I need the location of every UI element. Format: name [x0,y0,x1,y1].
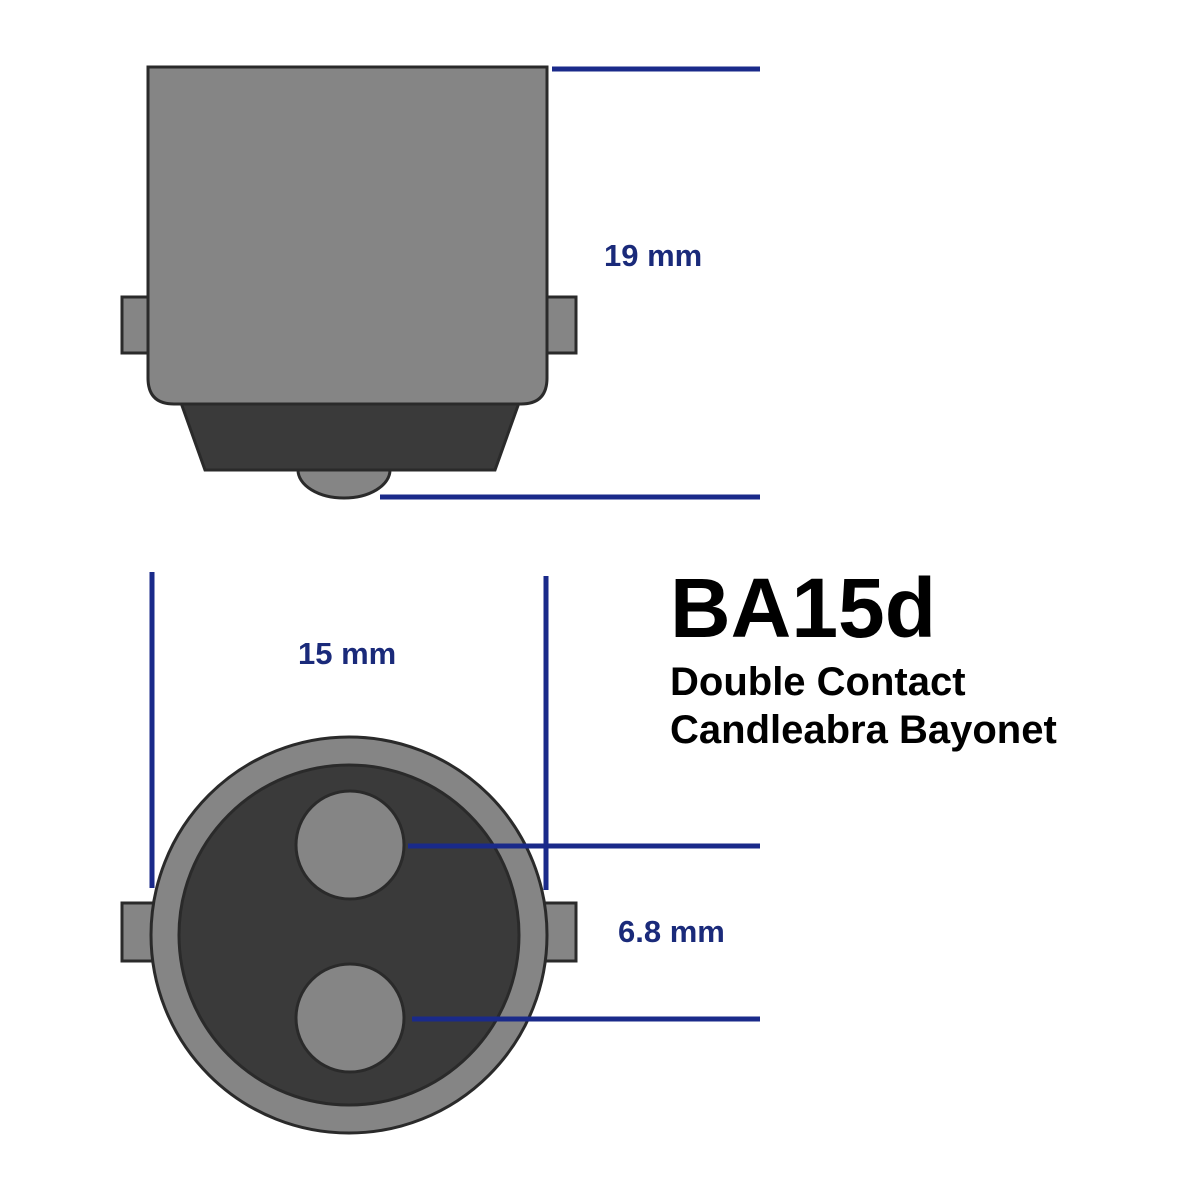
bottom-view [120,735,578,1135]
height-label: 19 mm [604,238,702,273]
upper-contact [294,789,406,901]
side-view [120,65,578,500]
title: BA15d [670,561,936,655]
subtitle-line-1: Double Contact [670,660,966,704]
side-metal-shell [146,65,549,406]
diameter-label: 15 mm [298,636,396,671]
contact-spacing-dimension: 6.8 mm [408,843,760,1022]
side-contact-bump [296,468,392,500]
subtitle-line-2: Candleabra Bayonet [670,708,1057,752]
diameter-dimension: 15 mm [149,572,549,890]
side-right-pin [543,295,578,355]
spacing-label: 6.8 mm [618,914,725,949]
side-insulator-base [177,398,523,472]
height-dimension: 19 mm [380,66,760,500]
title-block: BA15d Double Contact Candleabra Bayonet [670,561,1057,752]
lower-contact [294,962,406,1074]
